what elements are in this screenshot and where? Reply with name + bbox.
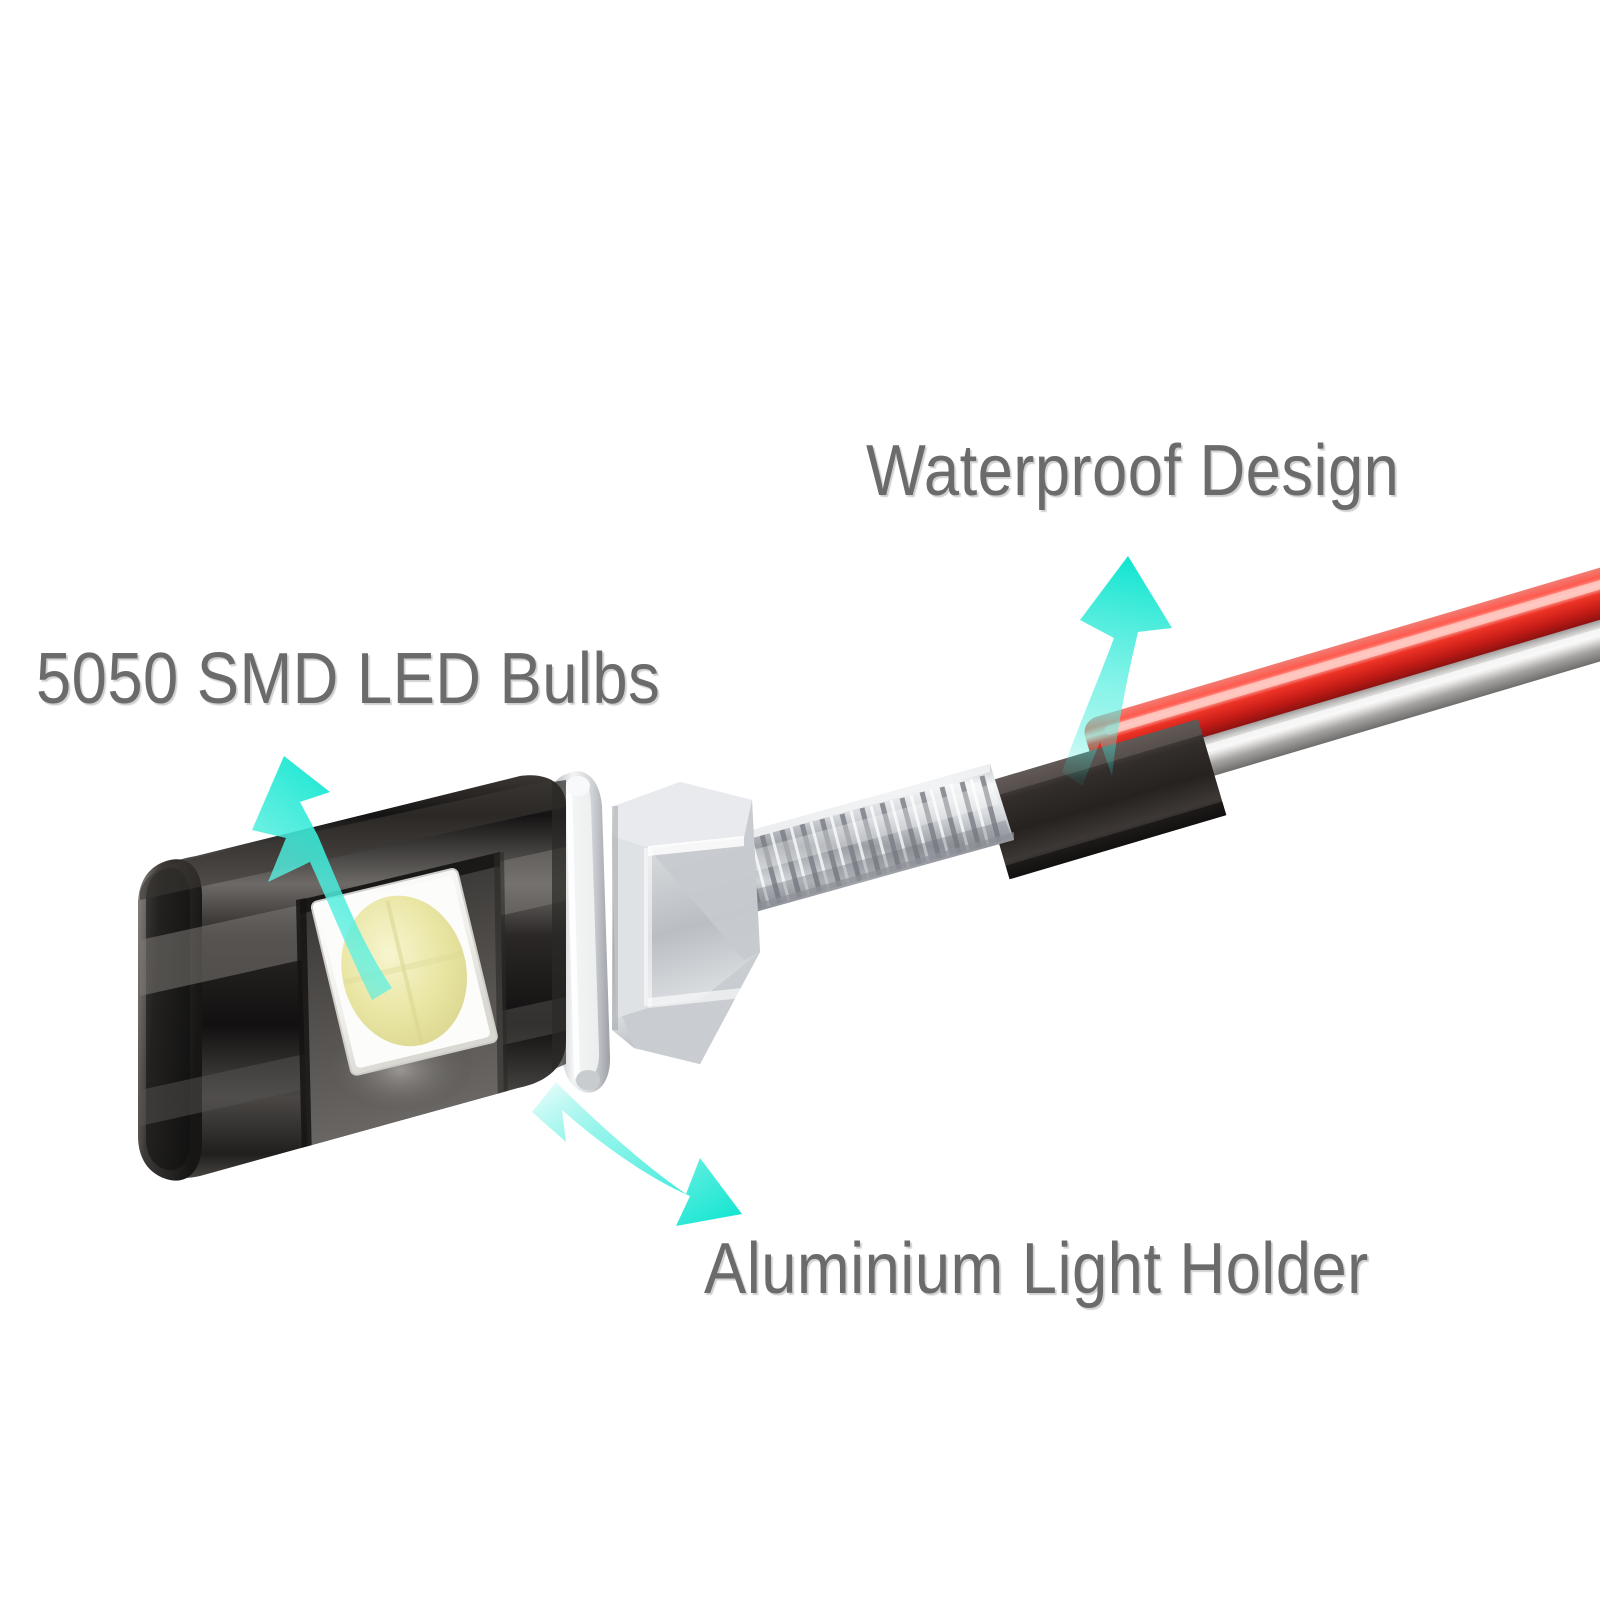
led-chip (310, 868, 498, 1076)
wire-red-highlight (1104, 577, 1600, 735)
wire-gray-highlight (1117, 621, 1600, 779)
threaded-shaft (724, 764, 1014, 914)
label-aluminium-light-holder: Aluminium Light Holder (704, 1229, 1369, 1309)
arrow-smd-icon (252, 756, 392, 1000)
label-5050-smd-led-bulbs: 5050 SMD LED Bulbs (36, 639, 661, 719)
flange-washer (552, 771, 611, 1093)
arrow-holder-icon (532, 1082, 742, 1226)
wire-assembly (1084, 566, 1600, 805)
label-waterproof-design: Waterproof Design (866, 431, 1400, 511)
arrow-waterproof-icon (1062, 556, 1172, 786)
hex-nut (612, 782, 760, 1064)
